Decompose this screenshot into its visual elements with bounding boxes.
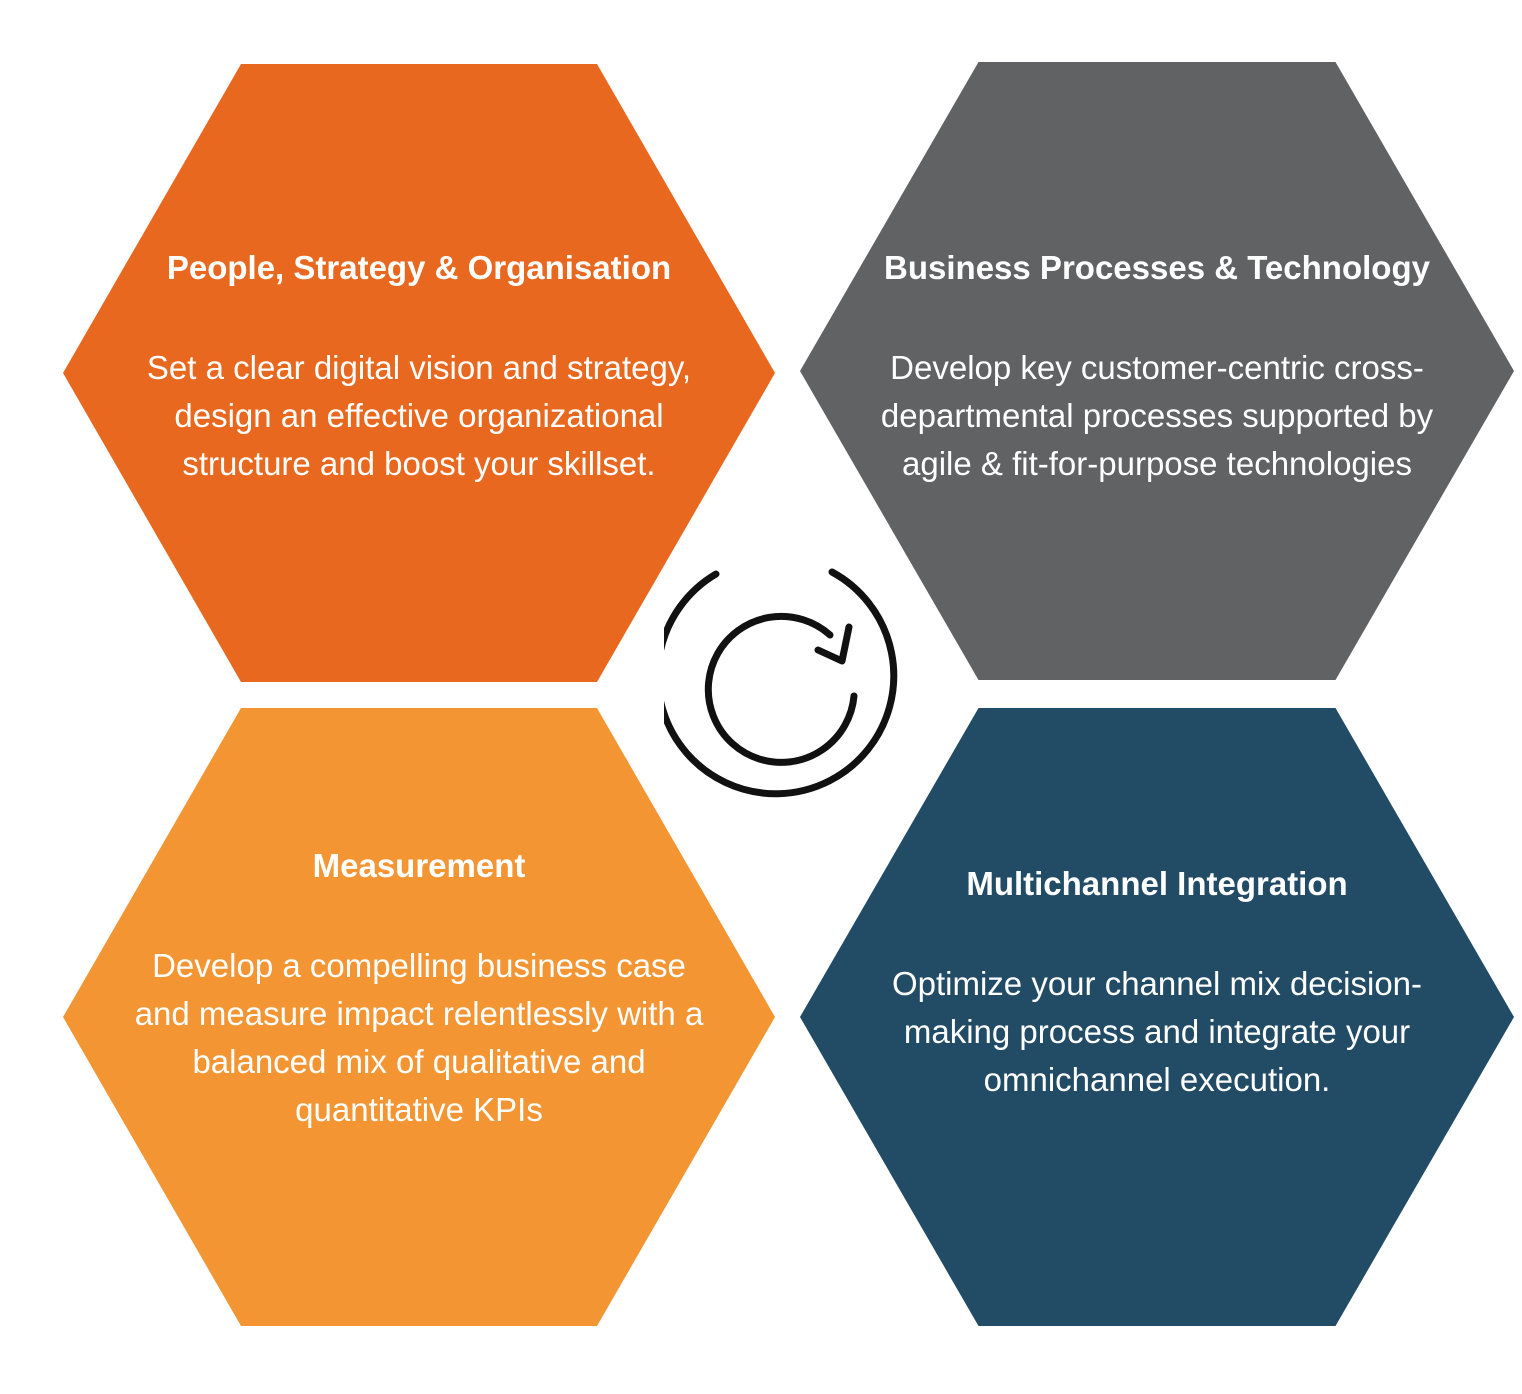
hexagon-people-strategy-organisation: [63, 64, 775, 682]
hexagon-description: Optimize your channel mix decision-makin…: [891, 965, 1423, 1098]
measurement-text: Measurement Develop a compelling busines…: [130, 846, 708, 1134]
multichannel-text: Multichannel Integration Optimize your c…: [860, 864, 1454, 1104]
cycle-arrowhead: [814, 623, 853, 665]
hexagon-multichannel-integration: [800, 708, 1514, 1326]
hexagon-title: Measurement: [312, 847, 526, 884]
cycle-outer-arc: [664, 568, 898, 798]
people-strategy-text: People, Strategy & Organisation Set a cl…: [130, 248, 708, 488]
business-processes-text: Business Processes & Technology Develop …: [860, 248, 1454, 488]
hexagon-title: Multichannel Integration: [966, 865, 1348, 902]
hexagon-title: People, Strategy & Organisation: [166, 249, 672, 286]
hexagon-measurement: [63, 708, 775, 1326]
cycle-refresh-icon: [664, 568, 898, 798]
hexagon-title: Business Processes & Technology: [884, 249, 1430, 286]
hexagon-business-processes-technology: [800, 62, 1514, 680]
cycle-inner-arc: [704, 612, 858, 766]
hexagon-description: Develop key customer-centric cross-depar…: [880, 349, 1434, 482]
hexagon-description: Set a clear digital vision and strategy,…: [146, 349, 692, 482]
hexagon-description: Develop a compelling business case and m…: [134, 947, 704, 1128]
